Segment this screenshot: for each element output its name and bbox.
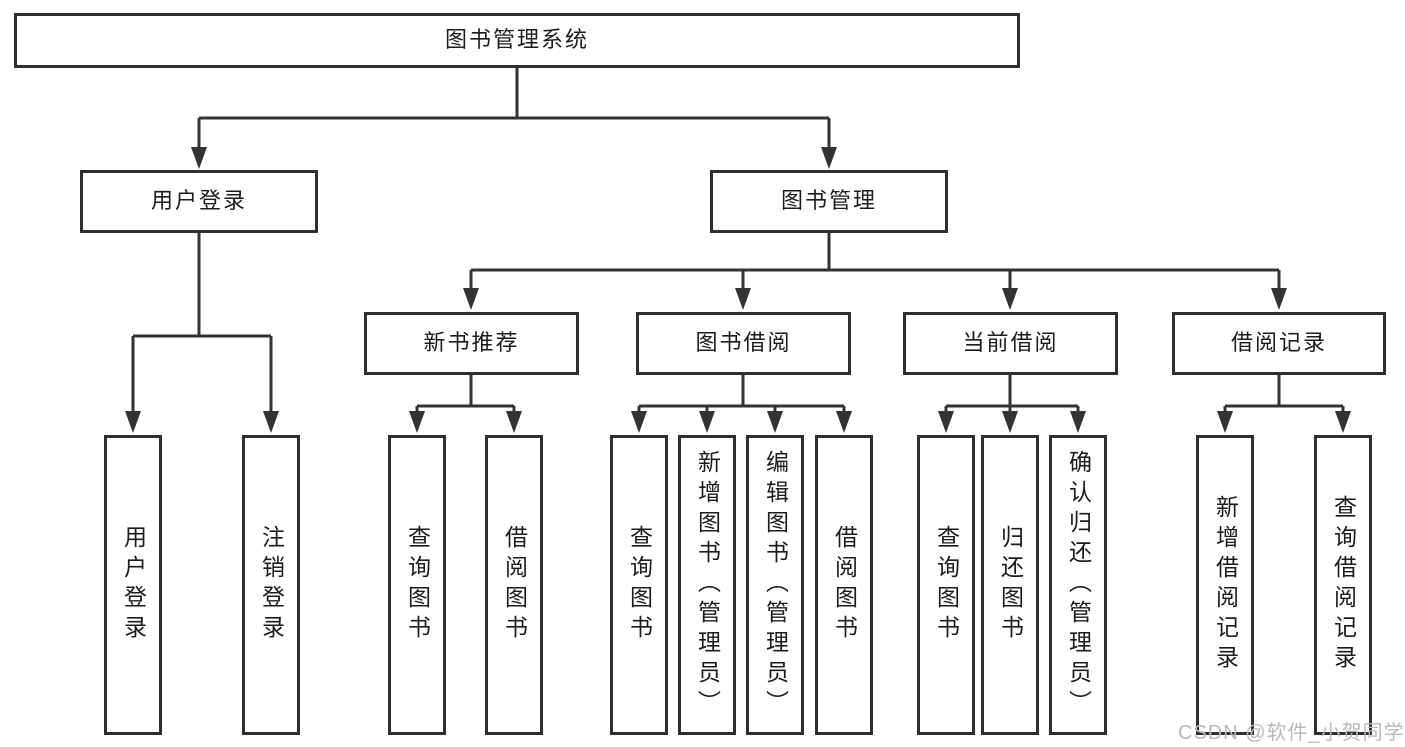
node-leaf-add-borrow-record: 新增借阅记录 — [1196, 435, 1254, 735]
node-leaf-query-books-recommend: 查询图书 — [388, 435, 446, 735]
node-book-borrow: 图书借阅 — [636, 312, 851, 375]
node-leaf-query-books-current: 查询图书 — [917, 435, 975, 735]
node-leaf-add-book-admin: 新增图书（管理员） — [678, 435, 736, 735]
node-new-book-recommend: 新书推荐 — [364, 312, 579, 375]
node-leaf-query-books-borrow: 查询图书 — [610, 435, 668, 735]
node-leaf-query-borrow-record: 查询借阅记录 — [1314, 435, 1372, 735]
node-user-login: 用户登录 — [80, 170, 318, 233]
csdn-watermark: CSDN @软件_小贺同学 — [1178, 722, 1405, 744]
node-leaf-user-login: 用户登录 — [104, 435, 162, 735]
node-leaf-edit-book-admin: 编辑图书（管理员） — [746, 435, 804, 735]
node-library-management-system: 图书管理系统 — [14, 13, 1020, 68]
node-leaf-confirm-return-admin: 确认归还（管理员） — [1049, 435, 1107, 735]
node-book-management: 图书管理 — [710, 170, 948, 233]
node-leaf-borrow-books-borrow: 借阅图书 — [815, 435, 873, 735]
node-leaf-return-book: 归还图书 — [981, 435, 1039, 735]
node-current-borrow: 当前借阅 — [903, 312, 1118, 375]
node-leaf-borrow-books-recommend: 借阅图书 — [485, 435, 543, 735]
node-leaf-logout: 注销登录 — [242, 435, 300, 735]
node-borrow-record: 借阅记录 — [1172, 312, 1386, 375]
